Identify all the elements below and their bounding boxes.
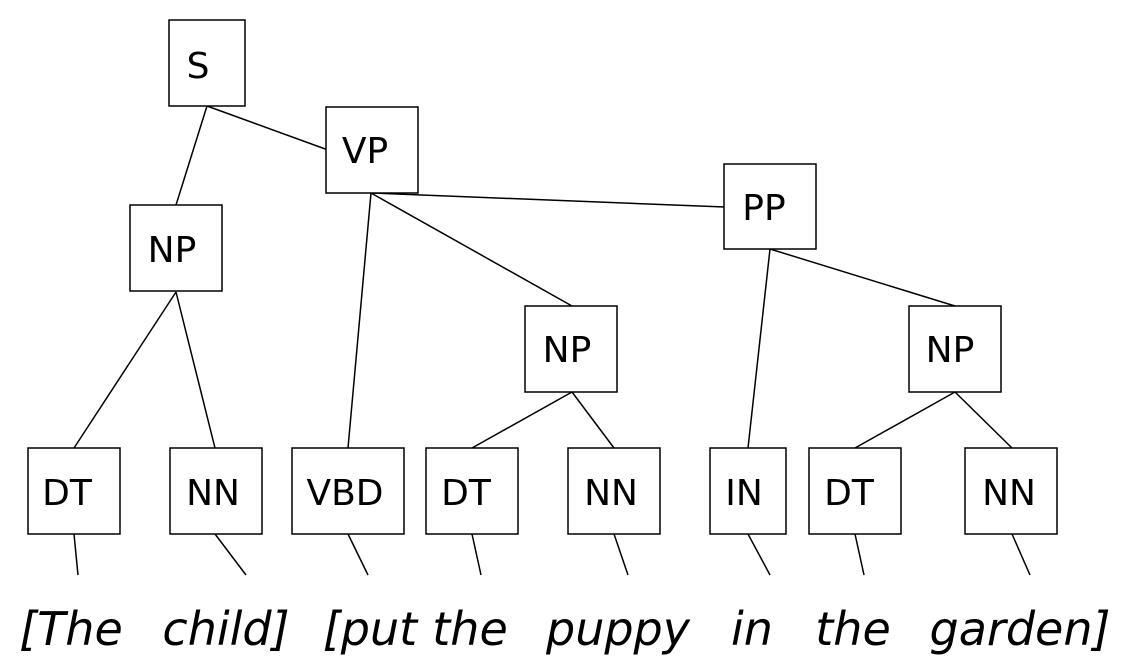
node-pp: PP [723,163,817,250]
node-in: IN [709,447,787,535]
leaf-edge-child [214,533,247,576]
word-puppy: puppy [545,602,691,656]
node-np-subject-label: NP [148,230,197,271]
node-dt-2-label: DT [441,473,492,514]
node-np-pp: NP [908,305,1002,393]
word-garden: garden] [930,602,1111,656]
edge-np-nn2 [571,391,615,449]
leaf-edge-puppy [613,533,629,576]
node-vbd: VBD [291,447,405,535]
leaf-edge-in [747,533,771,576]
edge-np-dt2 [471,391,573,449]
node-np-object-label: NP [543,330,592,371]
edge-np-dt3 [854,391,956,449]
node-nn-2-label: NN [584,473,638,514]
word-put: [put [323,602,419,656]
node-nn-1-label: NN [186,473,240,514]
node-dt-1-label: DT [42,473,93,514]
node-np-object: NP [524,305,618,393]
node-s-label: S [187,46,210,87]
edge-np-nn1 [175,291,216,449]
word-in: in [731,602,773,656]
edge-pp-np [769,248,956,307]
edge-pp-in [747,248,771,449]
edge-vp-vbd [347,192,372,449]
node-dt-3: DT [808,447,902,535]
word-child: child] [162,602,289,656]
node-dt-3-label: DT [824,473,875,514]
node-dt-2: DT [425,447,519,535]
leaf-edge-garden [1011,533,1031,576]
node-vp: VP [325,106,419,194]
word-the-3: the [815,602,891,656]
node-dt-1: DT [27,447,121,535]
leaf-edge-the1 [73,533,79,576]
edge-vp-np [370,192,573,307]
node-np-pp-label: NP [926,330,975,371]
word-the-1: [The [19,602,123,656]
node-nn-3-label: NN [982,473,1036,514]
node-np-subject: NP [129,204,223,292]
node-in-label: IN [725,473,763,514]
node-pp-label: PP [742,188,785,229]
node-nn-2: NN [567,447,661,535]
edge-s-vp [206,105,329,151]
leaf-edge-the3 [854,533,865,576]
edge-s-np [175,105,208,206]
node-nn-3: NN [964,447,1058,535]
edge-np-dt1 [73,291,177,449]
word-the-2: the [432,602,508,656]
leaf-edge-the2 [471,533,482,576]
node-s: S [168,19,246,107]
leaf-edge-put [347,533,369,576]
edge-np-nn3 [954,391,1013,449]
node-vbd-label: VBD [306,473,383,514]
node-vp-label: VP [342,131,388,172]
node-nn-1: NN [169,447,263,535]
edge-vp-pp [370,192,726,208]
